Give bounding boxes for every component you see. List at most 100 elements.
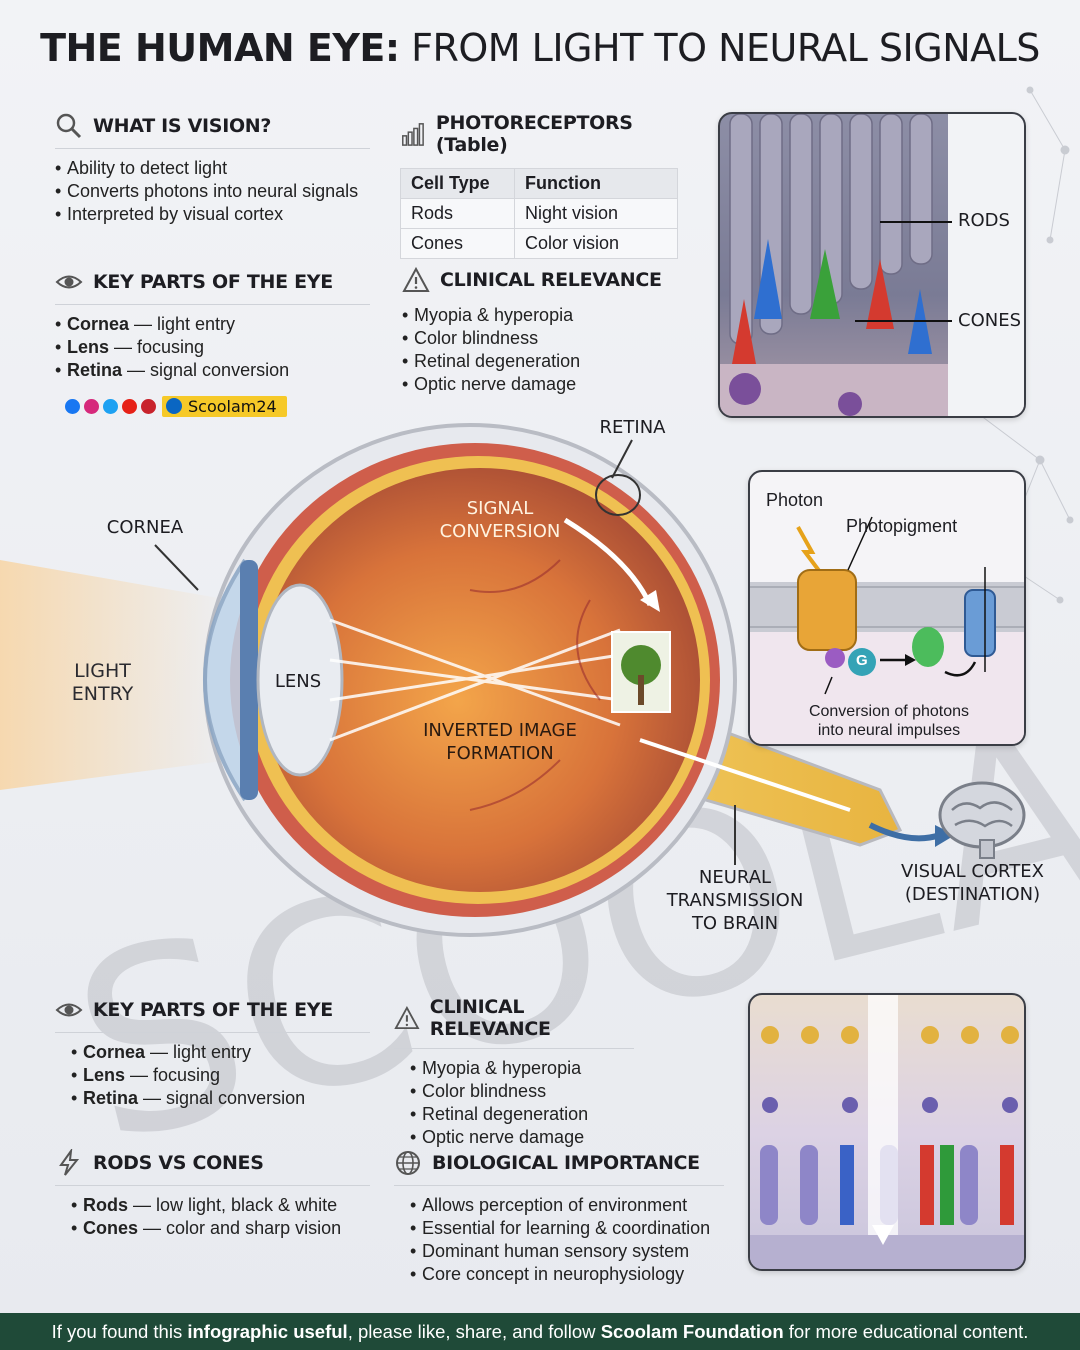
- list-item: Cones — color and sharp vision: [71, 1217, 370, 1240]
- what-is-vision-section: WHAT IS VISION? Ability to detect light …: [55, 112, 370, 226]
- table-header-row: Cell Type Function: [400, 168, 678, 199]
- clinical-bottom-section: CLINICAL RELEVANCE Myopia & hyperopia Co…: [394, 996, 634, 1149]
- visual-cortex-label: VISUAL CORTEX(DESTINATION): [901, 861, 1044, 905]
- clinical-top-section: CLINICAL RELEVANCE Myopia & hyperopia Co…: [402, 266, 702, 396]
- rods-cones-illustration: [720, 114, 1024, 416]
- facebook-icon[interactable]: [65, 399, 80, 414]
- search-icon: [56, 113, 82, 139]
- key-parts-bottom-section: KEY PARTS OF THE EYE Cornea — light entr…: [55, 996, 370, 1110]
- photopigment-protein: [797, 569, 857, 651]
- retina-callout-circle: [595, 474, 641, 516]
- cones-label: CONES: [958, 310, 1021, 331]
- table-row: Rods Night vision: [400, 198, 678, 229]
- list-item: Lens — focusing: [55, 336, 370, 359]
- x-icon[interactable]: [103, 399, 118, 414]
- light-rays: [329, 618, 621, 742]
- list-item: Lens — focusing: [71, 1064, 370, 1087]
- warning-icon: [402, 266, 430, 292]
- phototransduction-illustration: [750, 516, 1024, 744]
- list-item: Essential for learning & coordination: [410, 1217, 724, 1240]
- what-is-vision-list: Ability to detect light Converts photons…: [55, 157, 370, 226]
- blood-vessels: [469, 559, 601, 811]
- linkedin-icon[interactable]: [166, 398, 182, 414]
- photoreceptors-heading: PHOTORECEPTORS (Table): [435, 112, 633, 156]
- rods-vs-cones-heading: RODS VS CONES: [93, 1152, 264, 1174]
- cornea-pointer: [154, 544, 199, 591]
- retina-label: RETINA: [599, 417, 666, 438]
- what-is-vision-heading: WHAT IS VISION?: [93, 115, 272, 137]
- g-protein: [848, 648, 876, 676]
- photon-card: Photon Photopigment G Conversion of phot…: [748, 470, 1026, 746]
- list-item: Retinal degeneration: [410, 1103, 634, 1126]
- photoreceptors-section: PHOTORECEPTORS (Table) Cell Type Functio…: [400, 112, 690, 259]
- list-item: Cornea — light entry: [71, 1041, 370, 1064]
- list-item: Color blindness: [402, 327, 702, 350]
- social-links[interactable]: Scoolam24: [65, 396, 287, 417]
- signal-arrow: [563, 517, 653, 607]
- pinterest-icon[interactable]: [141, 399, 156, 414]
- list-item: Retinal degeneration: [402, 350, 702, 373]
- list-item: Converts photons into neural signals: [55, 180, 370, 203]
- brain-icon: [938, 781, 1026, 859]
- lightning-icon: [59, 1149, 80, 1176]
- rods-vs-cones-section: RODS VS CONES Rods — low light, black & …: [55, 1149, 370, 1240]
- photon-arrow: [796, 526, 822, 574]
- retinal-layers-illustration: [750, 995, 1024, 1269]
- instagram-icon[interactable]: [84, 399, 99, 414]
- list-item: Optic nerve damage: [402, 373, 702, 396]
- table-cell: Rods: [400, 198, 515, 229]
- page-title: THE HUMAN EYE: FROM LIGHT TO NEURAL SIGN…: [0, 26, 1080, 70]
- brand-handle-tag[interactable]: Scoolam24: [162, 396, 287, 417]
- table-header: Cell Type: [400, 168, 515, 199]
- youtube-icon[interactable]: [122, 399, 137, 414]
- tree-icon: [621, 645, 661, 685]
- list-item: Rods — low light, black & white: [71, 1194, 370, 1217]
- list-item: Cornea — light entry: [55, 313, 370, 336]
- list-item: Myopia & hyperopia: [402, 304, 702, 327]
- list-item: Retina — signal conversion: [71, 1087, 370, 1110]
- title-rest: FROM LIGHT TO NEURAL SIGNALS: [411, 26, 1040, 70]
- key-parts-top-section: KEY PARTS OF THE EYE Cornea — light entr…: [55, 268, 370, 382]
- bar-chart-icon: [402, 123, 424, 146]
- incoming-light: [0, 560, 230, 790]
- biological-importance-section: BIOLOGICAL IMPORTANCE Allows perception …: [394, 1149, 724, 1286]
- clinical-heading: CLINICAL RELEVANCE: [429, 996, 551, 1040]
- key-parts-heading: KEY PARTS OF THE EYE: [93, 271, 333, 293]
- lens-label: LENS: [274, 671, 322, 692]
- key-parts-heading: KEY PARTS OF THE EYE: [93, 999, 333, 1021]
- lens: [256, 583, 344, 777]
- table-cell: Color vision: [514, 228, 678, 259]
- list-item: Color blindness: [410, 1080, 634, 1103]
- brand-handle: Scoolam24: [188, 397, 277, 416]
- eye-diagram: [0, 423, 1026, 937]
- footer-banner: If you found this infographic useful, pl…: [0, 1313, 1080, 1350]
- rods-cones-card: RODS CONES: [718, 112, 1026, 418]
- photoreceptors-table: Cell Type Function Rods Night vision Con…: [400, 168, 678, 259]
- transmission-arrow: [639, 738, 851, 812]
- list-item: Myopia & hyperopia: [410, 1057, 634, 1080]
- retinal-layers-card: [748, 993, 1026, 1271]
- photon-label: Photon: [766, 490, 824, 510]
- list-item: Ability to detect light: [55, 157, 370, 180]
- biological-importance-heading: BIOLOGICAL IMPORTANCE: [432, 1152, 700, 1174]
- retinal-molecule: [825, 648, 845, 668]
- eye-icon: [55, 275, 83, 289]
- iris: [240, 560, 258, 800]
- list-item: Interpreted by visual cortex: [55, 203, 370, 226]
- cornea-label: CORNEA: [106, 517, 184, 538]
- cone-blue: [754, 239, 782, 319]
- eye-icon: [55, 1003, 83, 1017]
- table-cell: Cones: [400, 228, 515, 259]
- list-item: Retina — signal conversion: [55, 359, 370, 382]
- list-item: Allows perception of environment: [410, 1194, 724, 1217]
- table-header: Function: [514, 168, 678, 199]
- warning-icon: [394, 1005, 420, 1030]
- g-protein-label: G: [856, 652, 868, 669]
- title-bold: THE HUMAN EYE:: [40, 26, 400, 70]
- clinical-heading: CLINICAL RELEVANCE: [440, 269, 662, 291]
- rods-label: RODS: [958, 210, 1010, 231]
